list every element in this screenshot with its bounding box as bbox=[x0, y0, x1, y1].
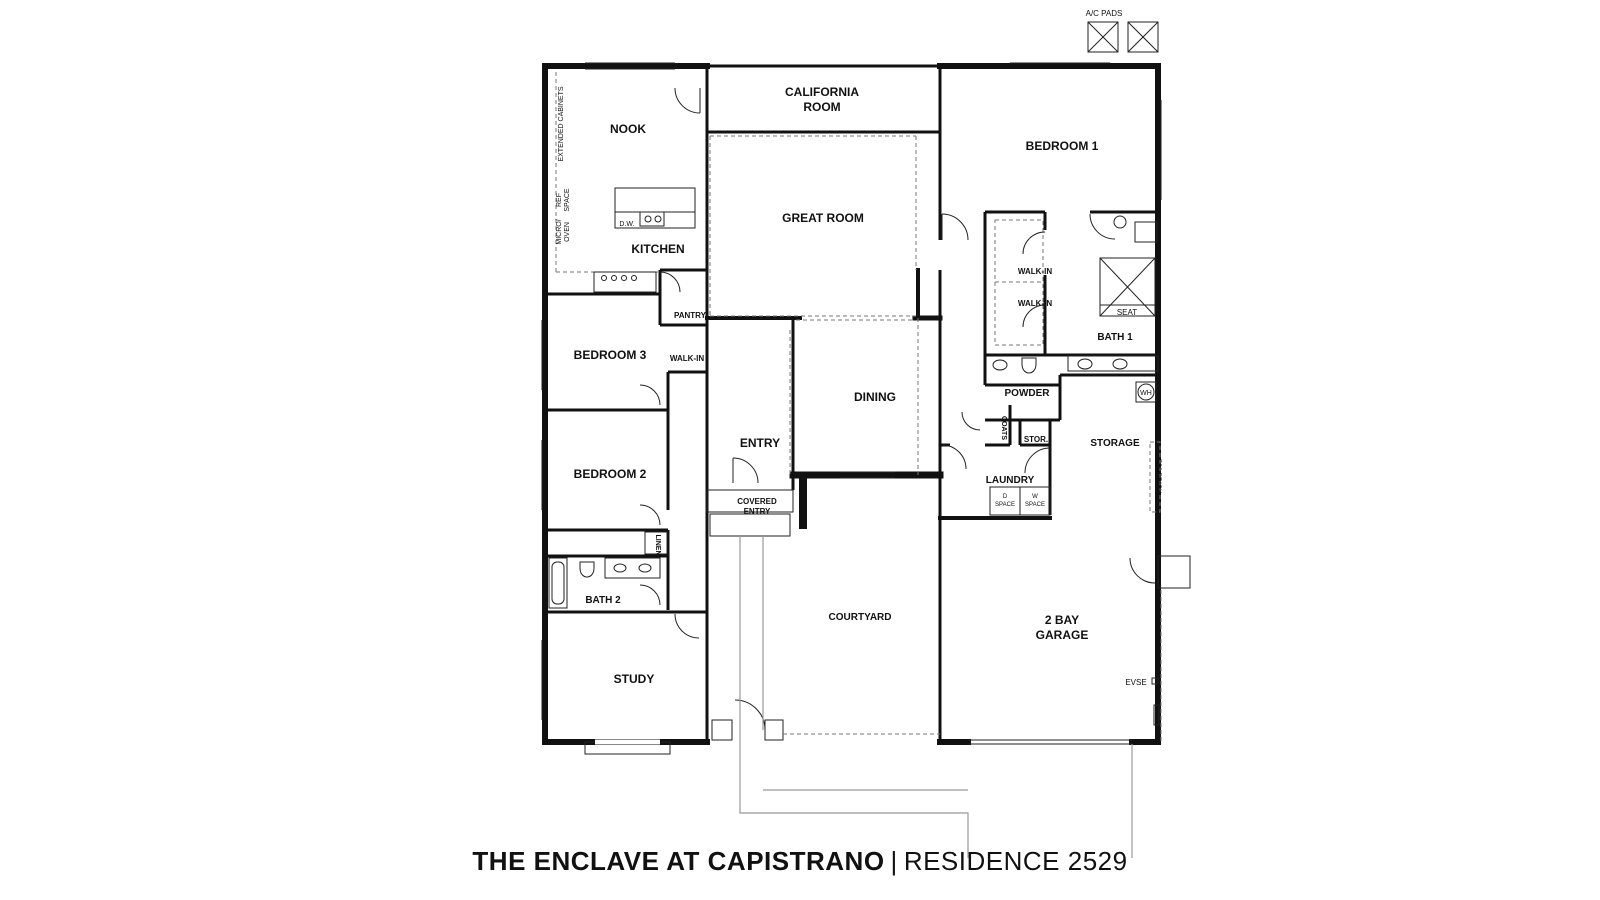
label-powder: POWDER bbox=[1005, 388, 1051, 399]
label-bedroom-1: BEDROOM 1 bbox=[1026, 139, 1099, 153]
site-elements bbox=[706, 489, 1133, 858]
label-storage: STORAGE bbox=[1090, 438, 1140, 449]
label-bedroom-3: BEDROOM 3 bbox=[574, 348, 647, 362]
label-walk-in-small: WALK-IN bbox=[670, 354, 704, 363]
label-ess-ready: ESS READY bbox=[1155, 459, 1161, 493]
label-covered-entry-1: COVERED bbox=[737, 497, 777, 506]
fixture-labels: EXTENDED CABINETS REF SPACE MICRO/ OVEN … bbox=[556, 86, 1161, 687]
ac-pads: A/C PADS bbox=[1086, 9, 1159, 53]
label-bath-1: BATH 1 bbox=[1097, 332, 1133, 343]
plan-caption: THE ENCLAVE AT CAPISTRANO|RESIDENCE 2529 bbox=[0, 846, 1600, 877]
label-garage-2: GARAGE bbox=[1036, 628, 1089, 642]
label-water-heater: WH bbox=[1140, 390, 1152, 397]
label-dining: DINING bbox=[854, 390, 896, 404]
label-kitchen: KITCHEN bbox=[631, 242, 684, 256]
label-linen: LINEN bbox=[654, 535, 661, 556]
community-name: THE ENCLAVE AT CAPISTRANO bbox=[472, 846, 885, 876]
label-courtyard: COURTYARD bbox=[829, 612, 892, 623]
label-pantry: PANTRY bbox=[674, 311, 707, 320]
label-bath-2: BATH 2 bbox=[585, 595, 621, 606]
label-great-room: GREAT ROOM bbox=[782, 211, 864, 225]
label-coats: COATS bbox=[1000, 416, 1007, 440]
label-laundry: LAUNDRY bbox=[986, 475, 1035, 486]
label-walk-in-b: WALK-IN bbox=[1018, 299, 1052, 308]
exterior-walls bbox=[542, 63, 1161, 745]
label-washer-space: SPACE bbox=[1025, 502, 1045, 508]
label-ref: REF bbox=[556, 193, 563, 207]
label-covered-entry-2: ENTRY bbox=[744, 507, 771, 516]
label-ref-space: SPACE bbox=[564, 188, 571, 212]
caption-separator: | bbox=[890, 846, 898, 876]
label-bedroom-2: BEDROOM 2 bbox=[574, 467, 647, 481]
windows bbox=[541, 62, 1191, 755]
label-dryer: D bbox=[1003, 494, 1008, 500]
label-oven: OVEN bbox=[564, 222, 571, 242]
interior-walls bbox=[545, 66, 1158, 742]
label-walk-in-a: WALK-IN bbox=[1018, 267, 1052, 276]
doors bbox=[639, 87, 1156, 731]
label-micro: MICRO/ bbox=[556, 219, 563, 244]
label-study: STUDY bbox=[614, 672, 655, 686]
dashed-elements bbox=[548, 72, 1161, 726]
room-labels: CALIFORNIA ROOM NOOK KITCHEN GREAT ROOM … bbox=[574, 85, 1140, 686]
label-seat: SEAT bbox=[1117, 308, 1137, 317]
label-garage-1: 2 BAY bbox=[1045, 613, 1079, 627]
label-stor: STOR. bbox=[1024, 435, 1048, 444]
label-extended-cabinets: EXTENDED CABINETS bbox=[558, 86, 565, 161]
label-california-room-1: CALIFORNIA bbox=[785, 85, 859, 99]
label-dryer-space: SPACE bbox=[995, 502, 1015, 508]
residence-name: RESIDENCE 2529 bbox=[903, 846, 1128, 876]
label-washer: W bbox=[1032, 494, 1038, 500]
label-california-room-2: ROOM bbox=[803, 100, 840, 114]
ac-pads-label: A/C PADS bbox=[1086, 9, 1123, 18]
label-evse: EVSE bbox=[1125, 678, 1146, 687]
label-entry: ENTRY bbox=[740, 436, 780, 450]
label-dishwasher: D.W. bbox=[619, 221, 634, 228]
label-nook: NOOK bbox=[610, 122, 646, 136]
